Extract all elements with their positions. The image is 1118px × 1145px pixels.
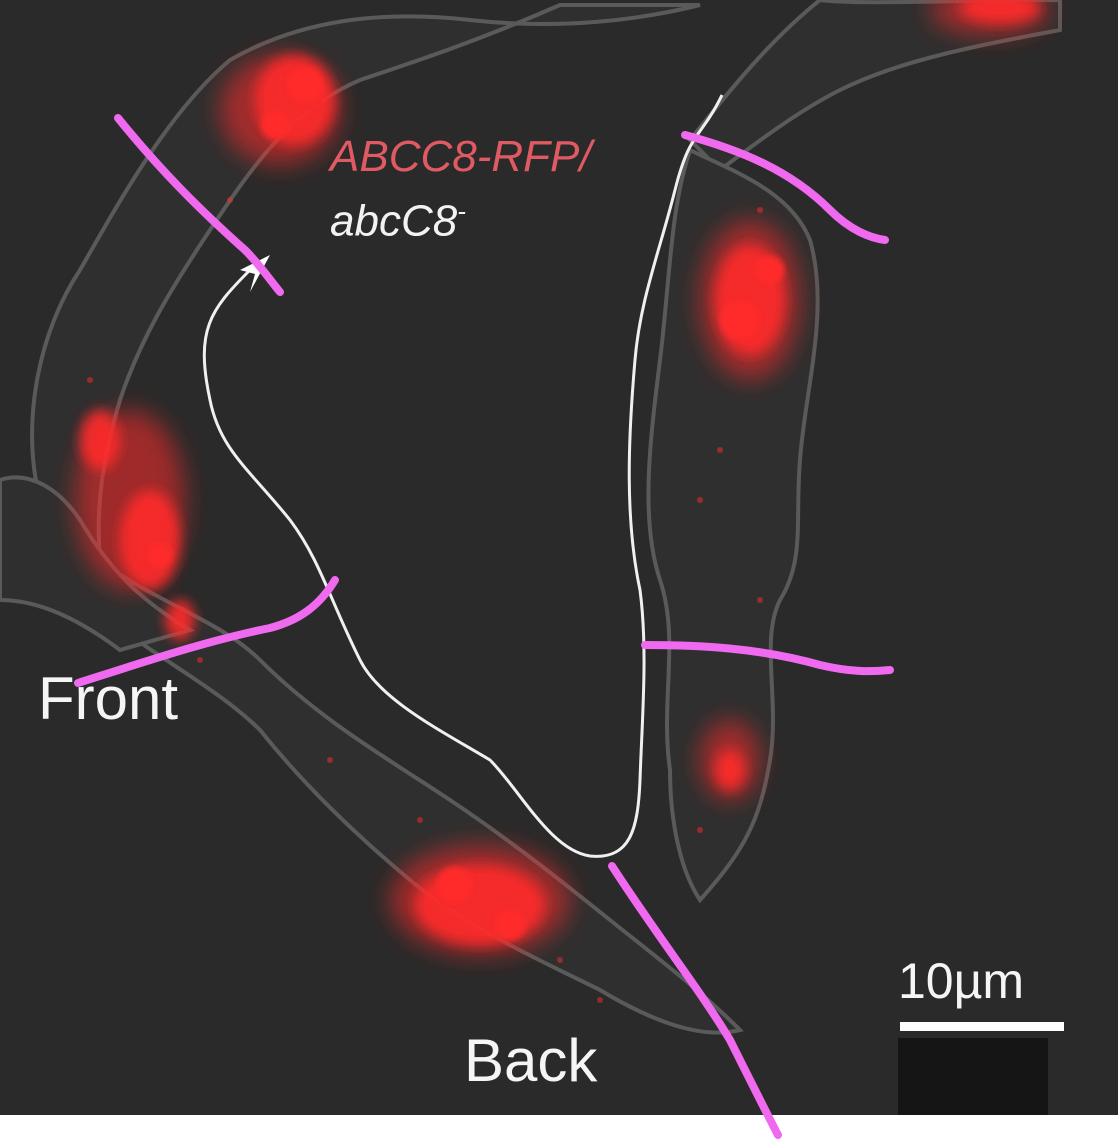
annotation-line-top-right: [681, 131, 889, 244]
strain-superscript: -: [457, 196, 466, 226]
annotation-line-front: [74, 576, 339, 687]
annotation-lines: [74, 114, 894, 1139]
cell-trajectory: [202, 94, 724, 858]
scale-bar-label: 10µm: [898, 953, 1025, 1009]
rfp-signal: [75, 0, 1050, 1003]
cell-bottom: [97, 555, 744, 1035]
annotation-line-back: [608, 862, 782, 1139]
scale-bar-label-backing: [898, 1038, 1048, 1115]
scale-bar: [900, 1022, 1064, 1031]
annotation-line-top-left: [114, 114, 284, 296]
front-label: Front: [38, 665, 179, 732]
construct-label: ABCC8-RFP/: [330, 132, 592, 181]
cell-top-left: [30, 2, 701, 566]
strain-name: abcC8: [330, 196, 458, 246]
back-label: Back: [464, 1027, 598, 1094]
bottom-white-strip: [0, 1115, 1118, 1145]
strain-label: abcC8-: [330, 196, 466, 247]
annotation-line-right-mid: [641, 641, 894, 676]
